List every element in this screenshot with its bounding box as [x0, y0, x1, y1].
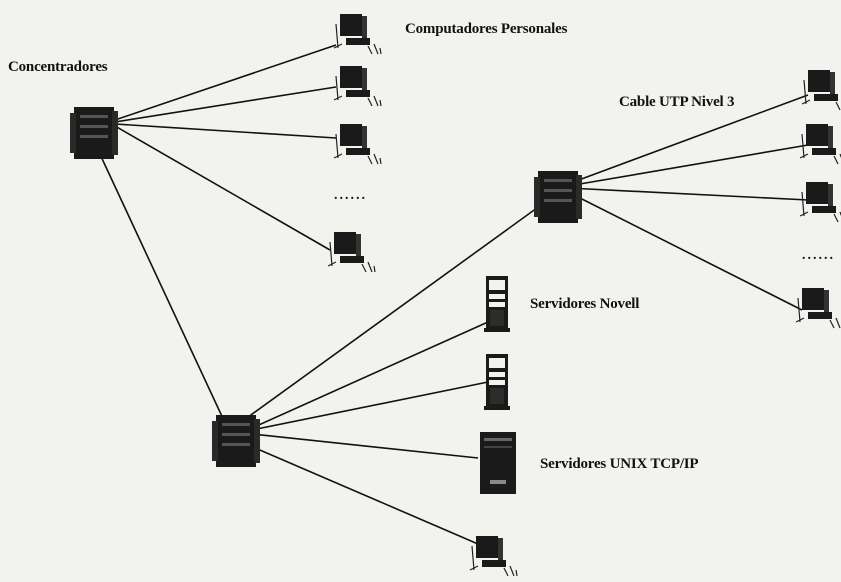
computer-icon: [801, 69, 841, 111]
link-hub3-unix: [251, 433, 479, 459]
hub-icon: [212, 415, 260, 467]
link-hub2-pc1: [567, 94, 809, 185]
link-hub1-hub3: [97, 149, 227, 426]
link-hub3-pc: [245, 443, 479, 545]
link-hub3-novell1: [251, 321, 489, 429]
ellipsis-right: ......: [802, 248, 835, 263]
label-servidores-unix: Servidores UNIX TCP/IP: [540, 456, 699, 472]
link-hub2-pc3: [567, 187, 809, 201]
computer-icon: [799, 181, 841, 223]
hub-icon: [534, 171, 582, 223]
computer-icon: [327, 231, 376, 273]
ellipsis-left: ......: [334, 188, 367, 203]
link-hub1-pc3: [114, 123, 337, 139]
computer-icon: [795, 287, 841, 329]
novell-server-icon: [484, 354, 510, 410]
label-concentradores: Concentradores: [8, 59, 108, 75]
unix-server-icon: [480, 432, 516, 494]
connection-lines: [97, 44, 809, 545]
computer-icon: [333, 123, 382, 165]
hub-icon: [70, 107, 118, 159]
link-hub2-pc4: [567, 191, 803, 311]
link-hub1-pc4: [114, 125, 331, 251]
link-hub1-pc2: [114, 86, 337, 123]
label-cable-utp: Cable UTP Nivel 3: [619, 94, 735, 110]
link-hub3-hub2: [243, 199, 549, 421]
link-hub2-pc2: [567, 144, 809, 187]
label-computadores-personales: Computadores Personales: [405, 21, 568, 37]
novell-server-icon: [484, 276, 510, 332]
computer-icon: [469, 535, 518, 577]
computer-icon: [333, 65, 382, 107]
link-hub1-pc1: [114, 44, 337, 121]
computer-icon: [799, 123, 841, 165]
computer-icon: [333, 13, 382, 55]
link-hub3-novell2: [251, 381, 489, 431]
label-servidores-novell: Servidores Novell: [530, 296, 640, 312]
